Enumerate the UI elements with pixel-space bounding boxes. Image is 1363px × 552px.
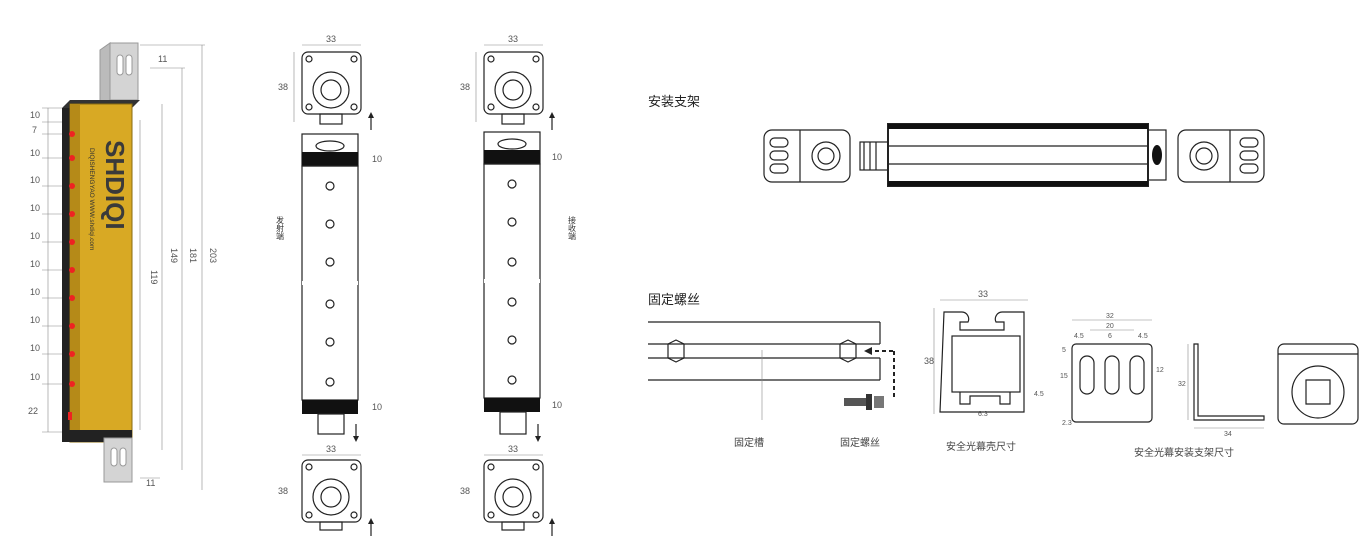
bracket-dim: 4.5	[1138, 333, 1148, 340]
pitch-label: 7	[32, 125, 37, 135]
light-curtain-sensor: SHDIQI DIQISHENGYAO WWW.shdiqi.com	[62, 42, 140, 483]
pitch-label: 10	[30, 372, 40, 382]
bracket-dim: 4.5	[1074, 333, 1084, 340]
emitter-front-view: 33 38 10 10 发射端 33 38	[276, 34, 382, 536]
receiver-front-view: 33 38 10 10 接收端 33 38	[460, 34, 577, 536]
bracket-dim: 12	[1156, 367, 1164, 374]
pitch-label: 10	[30, 148, 40, 158]
housing-height: 38	[924, 356, 934, 366]
height-label-bottom: 38	[460, 486, 470, 496]
end-label-top: 10	[552, 152, 562, 162]
sensor-vertical-text: DIQISHENGYAO WWW.shdiqi.com	[88, 148, 95, 250]
housing-side: 4.5	[1034, 391, 1044, 398]
end-label-bottom: 10	[372, 402, 382, 412]
width-label: 33	[508, 34, 518, 44]
bracket-caption: 安全光幕安装支架尺寸	[1134, 446, 1234, 459]
housing-profile: 33 38 6.3 4.5 安全光幕壳尺寸	[924, 289, 1044, 453]
pitch-label: 10	[30, 315, 40, 325]
housing-caption: 安全光幕壳尺寸	[946, 440, 1016, 453]
height-label-149: 149	[169, 248, 179, 263]
bracket-assembly	[763, 123, 1265, 187]
receiver-label: 接收端	[568, 215, 577, 241]
pitch-dimensions: 10 7 10 10 10 10 10 10 10 10 10 10 22	[28, 107, 62, 433]
bracket-dim: 20	[1106, 323, 1114, 330]
bracket-dim: 34	[1224, 431, 1232, 438]
led-column	[68, 131, 75, 420]
bracket-dim: 2.3	[1062, 420, 1072, 427]
screw-caption: 固定螺丝	[840, 436, 880, 449]
pitch-label: 10	[30, 203, 40, 213]
height-label-203: 203	[208, 248, 218, 263]
groove-caption: 固定槽	[734, 436, 764, 449]
width-label-bottom: 33	[326, 444, 336, 454]
height-label: 38	[278, 82, 288, 92]
height-label-11-top: 11	[158, 54, 167, 64]
screw-section-title: 固定螺丝	[648, 293, 700, 308]
bracket-dim: 5	[1062, 347, 1066, 354]
fixing-groove-diagram: 固定槽 固定螺丝	[648, 321, 895, 449]
bracket-dim: 6	[1108, 333, 1112, 340]
housing-width: 33	[978, 289, 988, 299]
bracket-dim: 15	[1060, 373, 1068, 380]
emitter-label: 发射端	[276, 215, 285, 241]
width-label-bottom: 33	[508, 444, 518, 454]
pitch-label: 10	[30, 110, 40, 120]
pitch-label: 10	[30, 343, 40, 353]
height-dimensions: 11 119 149 181 203 11	[139, 44, 218, 490]
height-label-bottom: 38	[278, 486, 288, 496]
height-label: 38	[460, 82, 470, 92]
height-label-181: 181	[188, 248, 198, 263]
end-label-top: 10	[372, 154, 382, 164]
bracket-section-title: 安装支架	[648, 95, 700, 110]
pitch-label: 22	[28, 406, 38, 416]
pitch-label: 10	[30, 287, 40, 297]
bracket-dim: 32	[1178, 381, 1186, 388]
housing-slot: 6.3	[978, 411, 988, 418]
bracket-dim: 32	[1106, 313, 1114, 320]
height-label-11-bottom: 11	[146, 478, 155, 488]
bracket-dimensions: 32 20 4.5 6 4.5 5 15 12 2.3 32 34 安全光幕安装…	[1060, 313, 1359, 459]
sensor-brand: SHDIQI	[100, 140, 130, 230]
pitch-label: 10	[30, 231, 40, 241]
end-label-bottom: 10	[552, 400, 562, 410]
pitch-label: 10	[30, 259, 40, 269]
width-label: 33	[326, 34, 336, 44]
height-label-119: 119	[149, 270, 159, 284]
pitch-label: 10	[30, 175, 40, 185]
